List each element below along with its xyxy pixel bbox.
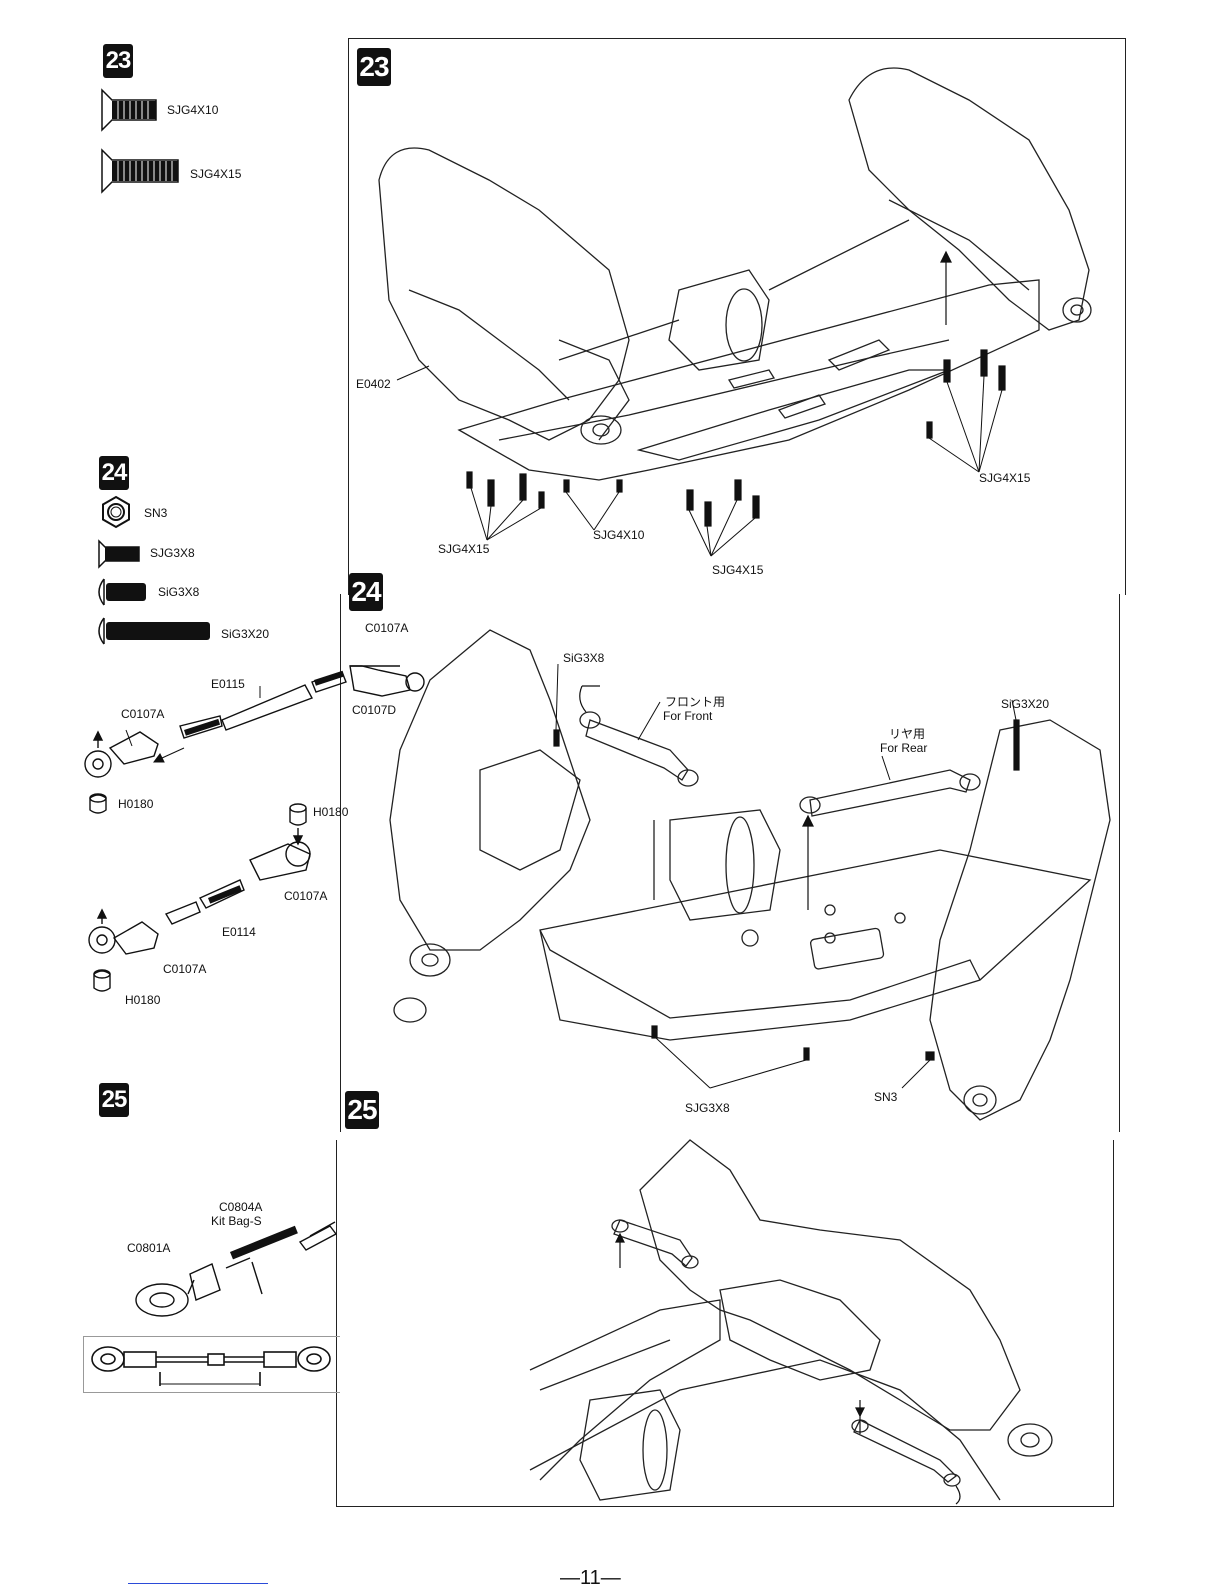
step-24-badge: 24 bbox=[349, 573, 383, 611]
callout-e0115: E0115 bbox=[211, 677, 245, 691]
callout-c0107a-left: C0107A bbox=[121, 707, 164, 721]
bottom-link-underline bbox=[128, 1583, 268, 1584]
callout-front-jp: フロント用 bbox=[665, 693, 725, 710]
step-23-badge-left: 23 bbox=[103, 44, 133, 78]
callout-c0804a: C0804A bbox=[219, 1200, 262, 1214]
step-24-badge-left: 24 bbox=[99, 456, 129, 490]
callout-sn3: SN3 bbox=[874, 1090, 897, 1104]
callout-h0180-a: H0180 bbox=[118, 797, 153, 811]
callout-rear-jp: リヤ用 bbox=[889, 725, 925, 742]
callout-h0180-b: H0180 bbox=[313, 805, 348, 819]
part-label-sjg4x10: SJG4X10 bbox=[167, 103, 218, 117]
callout-sjg3x8: SJG3X8 bbox=[685, 1101, 730, 1115]
nut-icon bbox=[100, 496, 132, 528]
callout-h0180-c: H0180 bbox=[125, 993, 160, 1007]
chassis-step23-diagram bbox=[349, 40, 1124, 580]
step-25-badge-left: 25 bbox=[99, 1083, 129, 1117]
countersunk-screw-icon bbox=[97, 539, 143, 569]
turnbuckle-length-diagram bbox=[88, 1340, 340, 1390]
countersunk-screw-icon bbox=[100, 88, 160, 132]
part-label-sig3x8: SiG3X8 bbox=[158, 585, 199, 599]
button-head-screw-icon bbox=[94, 577, 152, 607]
countersunk-screw-icon bbox=[100, 148, 182, 196]
callout-rear-en: For Rear bbox=[880, 741, 927, 755]
part-label-sig3x20: SiG3X20 bbox=[221, 627, 269, 641]
page-number: —11— bbox=[560, 1567, 621, 1590]
part-label-sn3: SN3 bbox=[144, 506, 167, 520]
step-25-badge: 25 bbox=[345, 1091, 379, 1129]
callout-e0402: E0402 bbox=[356, 377, 391, 391]
turnbuckle-assembly-diagram bbox=[80, 640, 360, 1020]
chassis-step25-diagram bbox=[520, 1140, 1110, 1505]
callout-sjg4x15-a: SJG4X15 bbox=[438, 542, 489, 556]
callout-sjg4x10: SJG4X10 bbox=[593, 528, 644, 542]
rod-end-c0801a-diagram bbox=[130, 1220, 340, 1330]
callout-sig3x8: SiG3X8 bbox=[563, 651, 604, 665]
callout-front-en: For Front bbox=[663, 709, 712, 723]
callout-c0107a-mid: C0107A bbox=[284, 889, 327, 903]
callout-sig3x20: SiG3X20 bbox=[1001, 697, 1049, 711]
callout-e0114: E0114 bbox=[222, 925, 256, 939]
part-label-sjg3x8: SJG3X8 bbox=[150, 546, 195, 560]
callout-sjg4x15-c: SJG4X15 bbox=[979, 471, 1030, 485]
callout-c0107a-bottom: C0107A bbox=[163, 962, 206, 976]
callout-sjg4x15-b: SJG4X15 bbox=[712, 563, 763, 577]
part-label-sjg4x15: SJG4X15 bbox=[190, 167, 241, 181]
